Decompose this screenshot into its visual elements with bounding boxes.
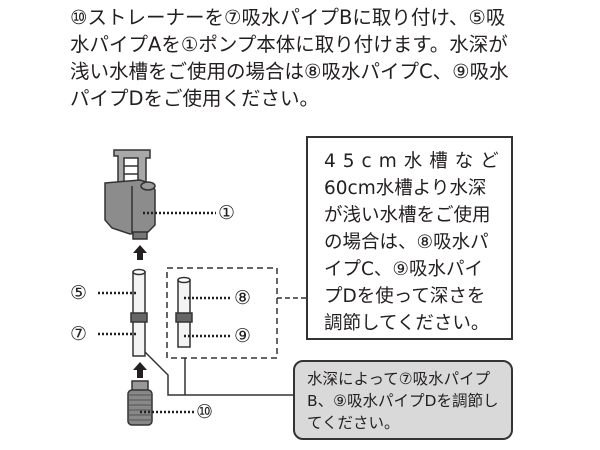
strainer-icon — [127, 380, 153, 426]
instruction-line: 水パイプAを①ポンプ本体に取り付けます。水深が — [70, 33, 508, 56]
instruction-line: パイプDをご使用ください。 — [70, 87, 320, 110]
note-line: 45cm水槽など — [324, 151, 506, 172]
label-pump: ① — [218, 202, 236, 224]
note-line: プDを使って深さを — [324, 286, 486, 307]
label-pipe-c: ⑧ — [234, 287, 252, 309]
callout-line: B、⑨吸水パイプDを調節し — [307, 392, 499, 410]
label-pipe-a: ⑤ — [70, 282, 88, 304]
pipe-a-b-icon — [130, 268, 148, 357]
note-line: が浅い水槽をご使用 — [324, 205, 491, 226]
up-arrow-icon — [133, 245, 147, 378]
instruction-line: 浅い水槽をご使用の場合は⑧吸水パイプC、⑨吸水 — [70, 60, 509, 83]
note-line: の場合は、⑧吸水パ — [324, 232, 489, 253]
label-pipe-d: ⑨ — [234, 325, 252, 347]
callout-line: てください。 — [307, 414, 400, 432]
label-pipe-b: ⑦ — [70, 323, 88, 345]
pump-body-icon — [104, 149, 156, 240]
instruction-text: ⑩ストレーナーを⑦吸水パイプBに取り付け、⑤吸 水パイプAを①ポンプ本体に取り付… — [70, 4, 530, 112]
leader-lines — [98, 211, 232, 414]
label-strainer: ⑩ — [196, 401, 214, 423]
note-line: イプC、⑨吸水パイ — [324, 259, 484, 280]
callout-line: 水深によって⑦吸水パイプ — [307, 370, 491, 388]
pipe-c-d-icon — [175, 276, 193, 348]
depth-adjust-callout: 水深によって⑦吸水パイプ B、⑨吸水パイプDを調節し てください。 — [293, 360, 513, 440]
note-line: 調節してください。 — [324, 313, 490, 334]
shallow-tank-note: 45cm水槽など 60cm水槽より水深 が浅い水槽をご使用 の場合は、⑧吸水パ … — [306, 136, 513, 340]
alternate-pipes-box — [166, 267, 278, 359]
instruction-line: ⑩ストレーナーを⑦吸水パイプBに取り付け、⑤吸 — [70, 6, 506, 29]
connector-lines — [144, 297, 306, 396]
note-line: 60cm水槽より水深 — [324, 178, 487, 199]
